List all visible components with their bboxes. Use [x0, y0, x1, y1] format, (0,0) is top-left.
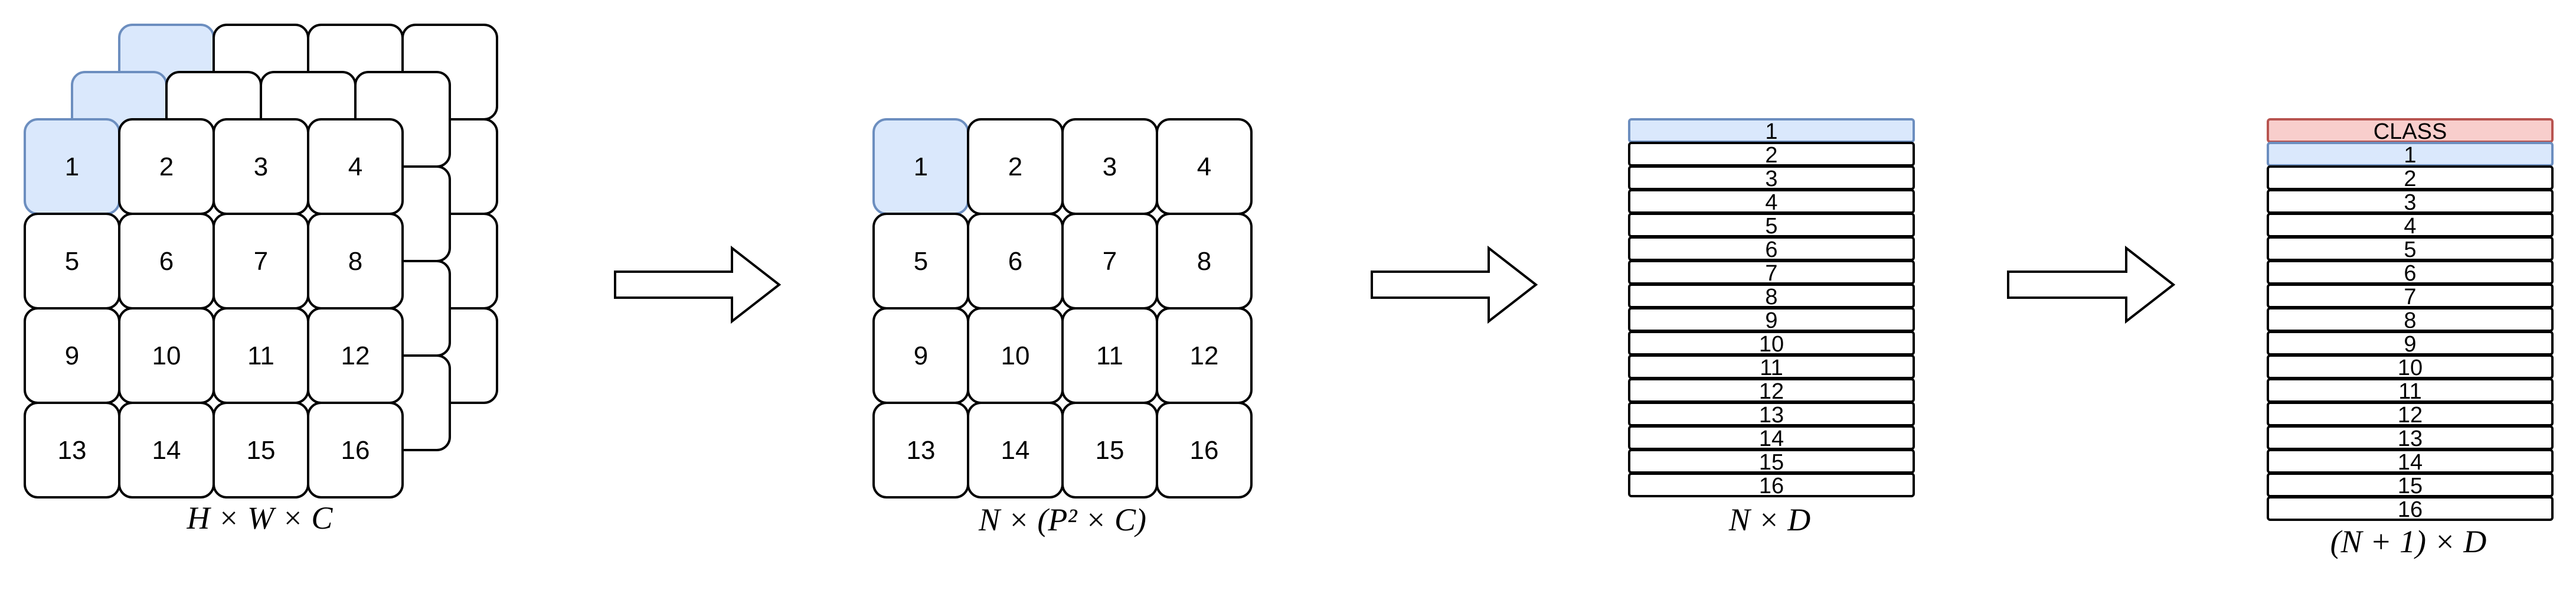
token-label: 1 — [2404, 143, 2416, 168]
patch-number: 15 — [1096, 436, 1124, 465]
class-embedding-dimension-label: (N + 1) × D — [2330, 524, 2487, 559]
token-label: 7 — [2404, 285, 2416, 309]
token-label: 6 — [2404, 261, 2416, 286]
patch-number: 1 — [65, 152, 79, 181]
embedding-dimension-label: N × D — [1728, 502, 1810, 537]
token-label: 14 — [1759, 426, 1784, 451]
patch-cell — [307, 402, 404, 498]
token-label: 5 — [2404, 237, 2416, 262]
patch-number: 12 — [341, 341, 370, 370]
patch-number: 10 — [1001, 341, 1030, 370]
token-label: 16 — [2398, 497, 2423, 522]
patch-number: 4 — [1197, 152, 1211, 181]
patch-number: 1 — [914, 152, 928, 181]
patch-number: 8 — [348, 247, 362, 276]
patch-cell — [1156, 402, 1253, 498]
patch-number: 4 — [348, 152, 362, 181]
patch-number: 12 — [1190, 341, 1219, 370]
token-label: 10 — [2398, 356, 2423, 380]
patch-number: 10 — [152, 341, 181, 370]
embedding-row — [2267, 496, 2554, 521]
patch-number: 3 — [254, 152, 268, 181]
token-label: 13 — [1759, 403, 1784, 428]
token-label: 5 — [1765, 214, 1777, 239]
patch-number: 6 — [1008, 247, 1022, 276]
patch-number: 6 — [159, 247, 174, 276]
patch-number: 11 — [1096, 341, 1123, 370]
token-label: 1 — [1765, 119, 1777, 144]
token-label: 14 — [2398, 450, 2423, 475]
token-label: 13 — [2398, 426, 2423, 451]
token-label: 11 — [2398, 379, 2421, 404]
token-label: 9 — [1765, 308, 1777, 333]
patch-dimension-label: N × (P² × C) — [978, 502, 1146, 537]
token-label: 4 — [1765, 190, 1777, 215]
token-label: 2 — [1765, 143, 1777, 168]
patch-number: 9 — [65, 341, 79, 370]
patch-number: 13 — [58, 436, 87, 465]
patch-number: 2 — [1008, 152, 1022, 181]
token-label: 15 — [2398, 474, 2423, 498]
patch-number: 3 — [1103, 152, 1117, 181]
token-label: 10 — [1759, 332, 1784, 357]
token-label: 4 — [2404, 214, 2416, 239]
right-arrow-icon — [1371, 245, 1538, 324]
token-label: CLASS — [2374, 119, 2447, 144]
token-label: 2 — [2404, 167, 2416, 191]
patch-number: 5 — [914, 247, 928, 276]
patch-number: 16 — [341, 436, 370, 465]
patch-number: 2 — [159, 152, 174, 181]
token-label: 9 — [2404, 332, 2416, 357]
token-label: 15 — [1759, 450, 1784, 475]
right-arrow-icon — [2007, 245, 2176, 324]
patch-number: 15 — [247, 436, 276, 465]
token-label: 12 — [1759, 379, 1784, 404]
token-label: 3 — [2404, 190, 2416, 215]
patch-number: 11 — [247, 341, 274, 370]
token-label: 6 — [1765, 237, 1777, 262]
patch-number: 13 — [907, 436, 936, 465]
embedding-row — [1628, 473, 1915, 497]
token-label: 12 — [2398, 403, 2423, 428]
token-label: 3 — [1765, 167, 1777, 191]
token-label: 8 — [2404, 308, 2416, 333]
patch-number: 5 — [65, 247, 79, 276]
token-label: 11 — [1760, 356, 1783, 380]
token-label: 8 — [1765, 285, 1777, 309]
image-dimension-label: H × W × C — [187, 500, 334, 536]
token-label: 7 — [1765, 261, 1777, 286]
right-arrow-icon — [614, 245, 782, 324]
patch-number: 8 — [1197, 247, 1211, 276]
patch-number: 16 — [1190, 436, 1219, 465]
patch-number: 7 — [254, 247, 268, 276]
patch-number: 14 — [1001, 436, 1030, 465]
token-label: 16 — [1759, 474, 1784, 498]
patch-number: 9 — [914, 341, 928, 370]
patch-number: 14 — [152, 436, 181, 465]
patch-number: 7 — [1103, 247, 1117, 276]
